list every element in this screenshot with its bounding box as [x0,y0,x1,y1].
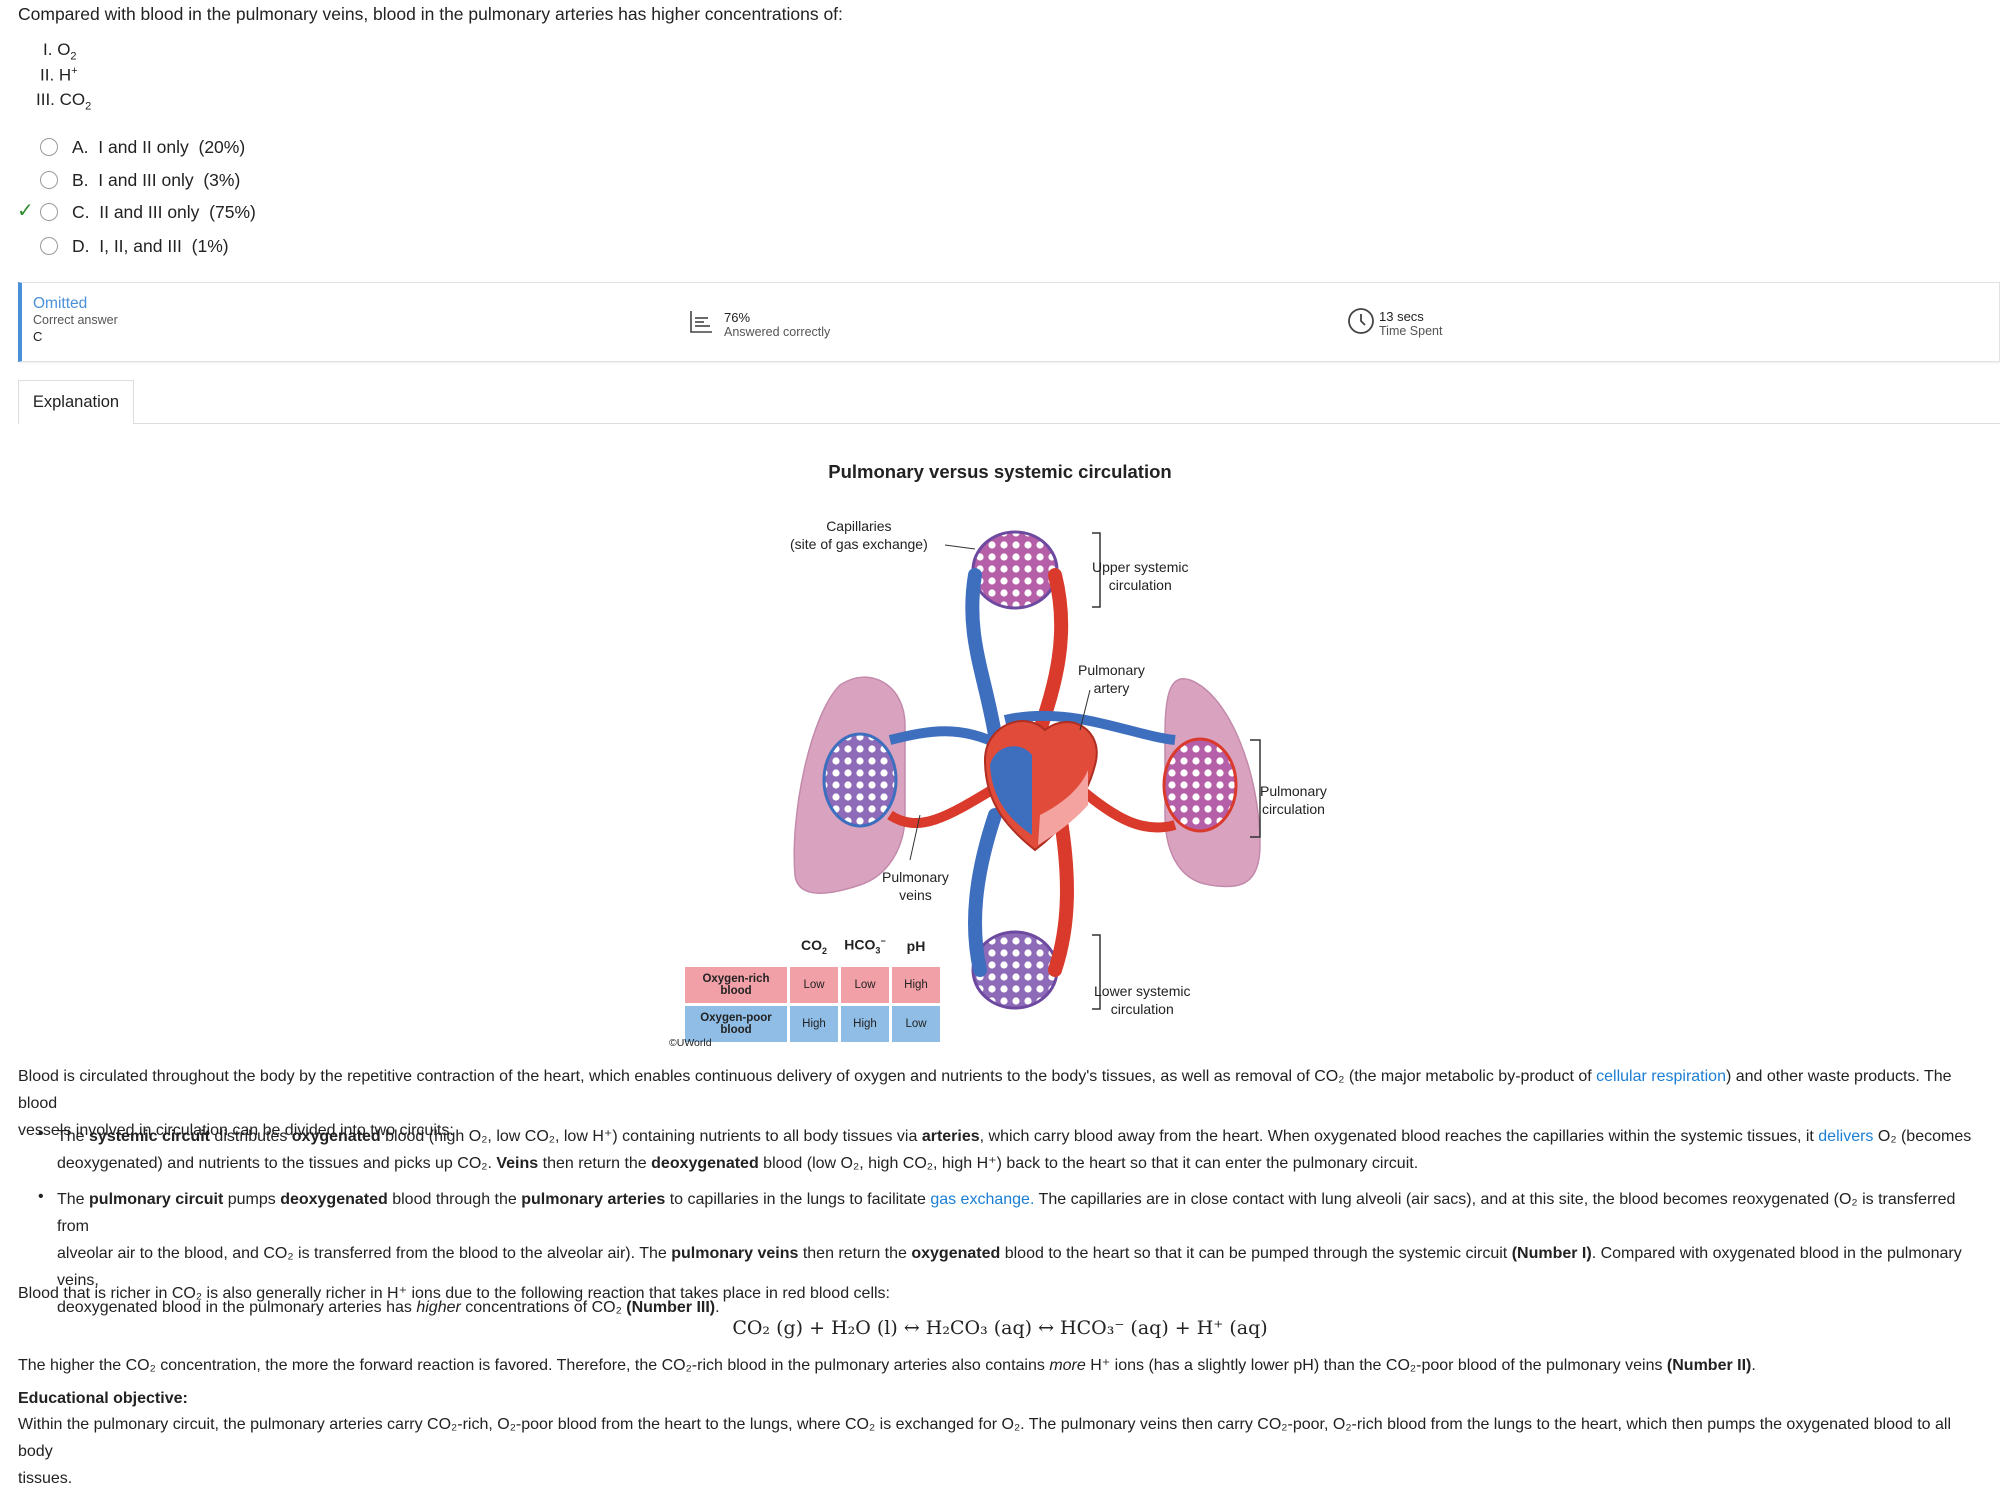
paragraph-1: Blood is circulated throughout the body … [18,1068,1952,1139]
right-lung-capillaries [1162,737,1238,833]
status-omitted: Omitted [33,295,88,312]
stats-bar: Omitted Correct answer C 76% Answered co… [18,282,2000,362]
clock-icon [1347,307,1375,340]
choice-b[interactable]: B. I and III only (3%) [40,167,240,193]
choice-a[interactable]: A. I and II only (20%) [40,134,245,160]
left-lung-capillaries [822,732,898,828]
cell: High [841,1006,889,1042]
link-cellular-respiration[interactable]: cellular respiration [1596,1068,1726,1085]
radio-a[interactable] [40,138,58,156]
link-gas-exchange[interactable]: gas exchange. [930,1191,1035,1208]
circulation-diagram [793,530,1261,1010]
bullet-pulmonary: The pulmonary circuit pumps deoxygenated… [57,1191,1962,1316]
bullet-icon: • [38,1125,44,1142]
correct-check-icon: ✓ [17,200,34,222]
equation: CO₂ (g) + H₂O (l) ↔ H₂CO₃ (aq) ↔ HCO₃⁻ (… [732,1317,1268,1339]
copyright: ©UWorld [669,1037,712,1049]
status-block: Omitted Correct answer C [33,295,118,344]
radio-c[interactable] [40,203,58,221]
link-delivers[interactable]: delivers [1818,1128,1874,1145]
header-co2: CO2 [800,936,827,956]
choice-c[interactable]: C. II and III only (75%) [40,199,256,225]
paragraph-3: The higher the CO₂ concentration, the mo… [18,1357,1756,1374]
time-block: 13 secs Time Spent [1347,307,1442,340]
percent-block: 76% Answered correctly [688,309,830,340]
bullet-icon: • [38,1188,44,1205]
header-ph: pH [906,938,926,954]
item-2: II. H+ [40,65,78,85]
cell: Low [790,967,838,1003]
item-1: I. O2 [43,40,77,63]
choice-d[interactable]: D. I, II, and III (1%) [40,233,229,259]
objective-title: Educational objective: [18,1390,188,1407]
figure-title: Pulmonary versus systemic circulation [828,461,1172,482]
radio-d[interactable] [40,237,58,255]
question-stem: Compared with blood in the pulmonary vei… [18,4,843,24]
bullet-systemic: The systemic circuit distributes oxygena… [57,1128,1972,1172]
cell: Low [841,967,889,1003]
radio-b[interactable] [40,171,58,189]
header-hco3: HCO3− [844,936,886,956]
objective-text: Within the pulmonary circuit, the pulmon… [18,1416,1951,1487]
paragraph-2: Blood that is richer in CO₂ is also gene… [18,1285,890,1302]
bar-chart-icon [688,309,714,340]
correct-answer-value: C [33,329,43,344]
label-capillaries: Capillaries(site of gas exchange) [790,518,928,552]
upper-capillary-bed [971,530,1059,610]
tab-divider [134,423,2000,424]
cell: Low [892,1006,940,1042]
cell: High [892,967,940,1003]
cell: High [790,1006,838,1042]
correct-answer-label: Correct answer [33,313,118,327]
tab-explanation[interactable]: Explanation [18,380,134,424]
item-3: III. CO2 [36,90,92,113]
